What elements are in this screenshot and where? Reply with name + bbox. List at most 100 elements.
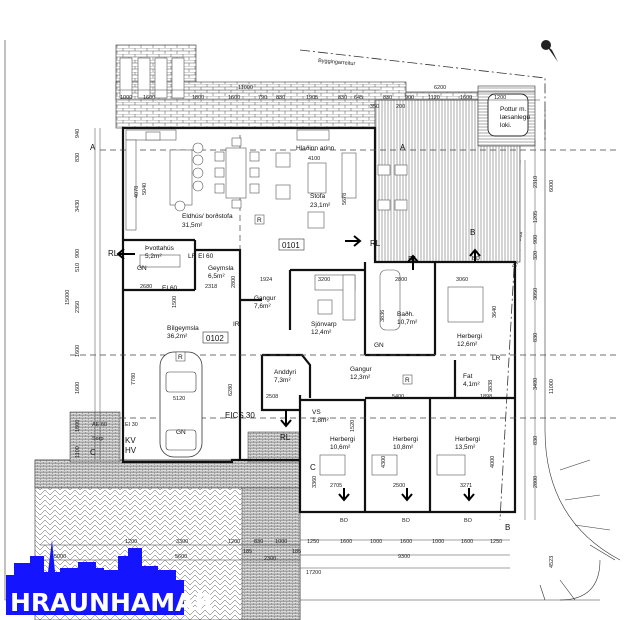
dim-text: 6000 [549, 180, 555, 192]
dim-text: 830 [383, 95, 392, 101]
r-marker: R [405, 377, 410, 384]
bo-label: BO [340, 518, 349, 524]
dim-text: 4523 [549, 556, 555, 568]
dim-text: 790 [258, 95, 267, 101]
dim-text: 17200 [306, 570, 321, 576]
room-fat-name: Fat [463, 373, 473, 380]
dim-text: 2318 [205, 284, 217, 290]
dim-text: 1000 [120, 95, 132, 101]
gn-label: GN [176, 429, 186, 436]
r-marker: R [257, 217, 262, 224]
dim-text: 1000 [275, 539, 287, 545]
room-gangur2-area: 12,3m² [350, 374, 371, 381]
hot-tub [487, 93, 529, 137]
entry-arrow-icons [116, 235, 481, 502]
dim-text: 1600 [228, 95, 240, 101]
rl-label: RL [108, 249, 119, 258]
room-eldhus-area: 31,5m² [182, 222, 203, 229]
dim-text: 9300 [398, 554, 410, 560]
dim-text: 5600 [175, 554, 187, 560]
bo-label: BO [472, 256, 481, 262]
dim-text: 2680 [140, 284, 152, 290]
hot-tub-label-1: Pottur m. [500, 106, 527, 113]
dim-text: 830 [254, 539, 263, 545]
room-sjonvarp-area: 12,4m² [311, 329, 332, 336]
dim-text: 1600 [143, 95, 155, 101]
room-herbergi2-name: Herbergi [330, 436, 355, 443]
dim-text: 2310 [533, 176, 539, 188]
dim-text: 830 [276, 95, 285, 101]
dim-text: 1000 [370, 539, 382, 545]
room-gangur1-area: 7,6m² [254, 303, 271, 310]
room-herbergi1-area: 12,6m² [457, 341, 478, 348]
room-herbergi4-name: Herbergi [455, 436, 480, 443]
section-a-label: A [400, 143, 406, 152]
byggingarreitur-label-top: Byggingarreitur [318, 58, 356, 67]
dim-text: 2508 [266, 394, 278, 400]
ir-label: IR [233, 321, 240, 328]
room-herbergi2-area: 10,6m² [330, 444, 351, 451]
dim-text: 1600 [340, 539, 352, 545]
hv-label: HV [125, 446, 137, 455]
dim-text: 2800 [533, 476, 539, 488]
dim-text: 1250 [490, 539, 502, 545]
room-eldhus-name: Eldhús/ borðstofa [182, 212, 233, 220]
fireplace-label: Hlaðinn arinn [296, 144, 335, 152]
hot-tub-label-3: loki. [500, 122, 512, 129]
dim-text: 645 [354, 95, 363, 101]
fire-rating-eics30: EICS 30 [225, 411, 255, 420]
brick-border [34, 459, 301, 489]
tags: 0101 0102 R R R LR EI 60 EI 60 EICS 30 E… [90, 143, 510, 532]
section-a-label: A [90, 143, 96, 152]
dim-text: 1200 [494, 95, 506, 101]
dim-text: 2300 [264, 556, 276, 562]
dim-text: 830 [533, 436, 539, 445]
room-herbergi3-area: 10,8m² [393, 444, 414, 451]
room-herbergi3-name: Herbergi [393, 436, 418, 443]
dim-text: 1600 [460, 95, 472, 101]
street-curb-ticks [539, 459, 616, 601]
dim-text: 3836 [380, 310, 386, 322]
dim-text: 3490 [533, 378, 539, 390]
dim-text: 1000 [432, 539, 444, 545]
hot-tub-label-2: læsanlegu [500, 114, 530, 121]
dim-text: 11000 [549, 379, 555, 394]
room-sjonvarp-name: Sjónvarp [311, 321, 337, 328]
dim-text: 3838 [488, 380, 494, 392]
dim-text: 4078 [134, 186, 140, 198]
deck-chairs [377, 164, 408, 211]
dim-text: 2500 [393, 483, 405, 489]
interior-walls [123, 238, 515, 512]
room-anddyri-area: 7,3m² [274, 377, 291, 384]
street-curve [544, 110, 621, 601]
room-badh-area: 10,7m² [397, 319, 418, 326]
dim-text: 1500 [172, 296, 178, 308]
room-geymsla-name: Geymsla [208, 265, 234, 272]
hraunhamar-logo: HRAUNHAMAR [6, 540, 214, 617]
dim-text: 2705 [330, 483, 342, 489]
north-arrow-icon [541, 40, 558, 62]
dim-text: 4100 [308, 156, 320, 162]
dim-text: 3430 [75, 200, 81, 212]
room-herbergi4-area: 13,5m² [455, 444, 476, 451]
dim-text: 185 [292, 549, 301, 555]
room-herbergi1-name: Herbergi [457, 333, 482, 340]
section-b-label: B [470, 228, 475, 237]
dim-top-total: 11000 [238, 85, 253, 91]
fire-rating-ei30: EI 30 [125, 422, 138, 428]
kv-label: KV [125, 436, 136, 445]
space-number-0101: 0101 [282, 241, 300, 250]
dim-text: 2350 [75, 301, 81, 313]
dim-text: 5120 [173, 396, 185, 402]
fire-rating-lr: LR EI 60 [188, 253, 214, 260]
room-geymsla-area: 6,5m² [208, 273, 225, 280]
room-fat-area: 4,1m² [463, 381, 480, 388]
dim-text: 350 [370, 104, 379, 110]
outdoor-chairs [119, 57, 185, 99]
dim-text: 1898 [480, 394, 492, 400]
room-badh-name: Baðh. [397, 310, 414, 318]
lr-label: LR [492, 355, 501, 362]
dim-text: 3640 [492, 306, 498, 318]
dim-text: 1800 [75, 420, 81, 432]
room-stofa-name: Stofa [310, 193, 326, 200]
